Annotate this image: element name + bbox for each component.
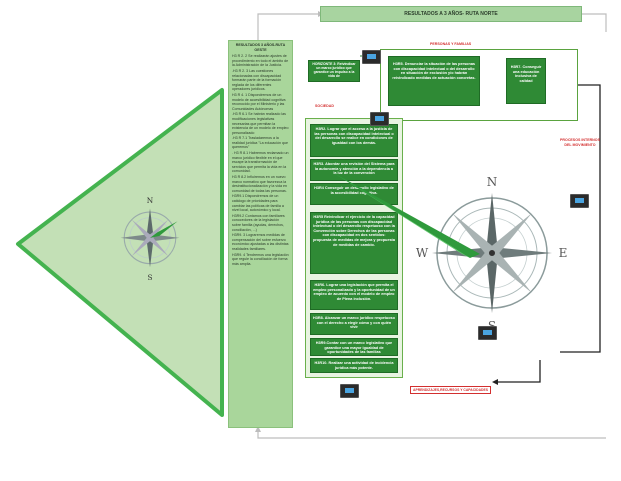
faint-text-right <box>578 95 618 250</box>
horizonte-box: HORIZONTE 3: Reivindicar un marco jurídi… <box>308 60 360 82</box>
west-label: W <box>416 246 429 260</box>
sociedad-item: H3R8. Alcanzar un marco jurídico respetu… <box>310 313 398 335</box>
svg-text:N: N <box>147 196 154 205</box>
west-item: . H3 R 8.1 Habremos reclamado un marco j… <box>232 151 289 174</box>
west-item: H3R9.2 Contamos con familiares conocedor… <box>232 213 285 232</box>
west-item: H3R9.1 Dispondremos de un catálogo de pr… <box>232 194 284 213</box>
sociedad-item: H3R6. Lograr una legislación que permita… <box>310 280 398 310</box>
sociedad-item: H3R10. Realizar una actividad de inciden… <box>310 358 398 373</box>
west-item: .H3 R 2. 3 Las cuestiones relacionadas c… <box>232 68 282 92</box>
dashboard-icon <box>340 384 359 398</box>
west-item: .H3 R 7.1 Trasladaremos a la realidad ju… <box>232 136 289 150</box>
west-item: H3 R 4. 1 Dispondremos de un modelo de a… <box>232 92 286 111</box>
results-north-banner: RESULTADOS A 3 AÑOS- RUTA NORTE <box>320 6 582 22</box>
compass-small-icon: N S <box>120 196 180 282</box>
sociedad-item: H3R9.Contar con un marco legislativo que… <box>310 338 398 356</box>
west-item: .H3 R 6.1 Se habrán realizado las modifi… <box>232 112 289 135</box>
green-needle <box>332 172 480 258</box>
procesos-label: PROCESOS INTERNOS DEL MOVIMIENTO <box>560 138 600 147</box>
west-results-panel: RESULTADOS 3 AÑOS-RUTA OESTE H3 R 2. 2 S… <box>228 40 293 428</box>
west-item: H3 R 2. 2 Se realizarán ajustes de proce… <box>232 54 289 68</box>
h3r7-educacion-box: H3R7. Conseguir una educación inclusiva … <box>506 58 546 104</box>
dashboard-icon <box>570 194 589 208</box>
sociedad-item: H3R5 Reivindicar el ejercicio de la capa… <box>310 212 398 274</box>
north-label: N <box>487 175 498 189</box>
west-item: H3R9. 3 Lograremos medidas de compensaci… <box>232 233 289 251</box>
personas-familias-label: PERSONAS Y FAMILIAS <box>430 42 472 46</box>
dashboard-icon <box>362 50 381 64</box>
dashboard-icon <box>478 326 497 340</box>
aprendizajes-label: APRENDIZAJES,RECURSOS Y CAPACIDADES <box>410 386 491 394</box>
west-item: H3 R 8.2 Influiremos en un nuevo marco n… <box>232 175 287 193</box>
dashboard-icon <box>370 112 389 126</box>
west-title: RESULTADOS 3 AÑOS-RUTA OESTE <box>235 43 286 52</box>
h3r5-denunciar-box: H3R5. Denunciar la situación de las pers… <box>388 56 480 106</box>
east-label: E <box>559 246 568 260</box>
sociedad-item: H3R2. Lograr que el acceso a la justicia… <box>310 124 398 157</box>
svg-text:S: S <box>147 273 152 282</box>
west-item: H3R9. 4 Tendremos una legislación que re… <box>232 252 289 266</box>
sociedad-label: SOCIEDAD <box>315 104 334 108</box>
sociedad-item: H3R3. Abordar una revisión del Sistema p… <box>310 159 398 181</box>
